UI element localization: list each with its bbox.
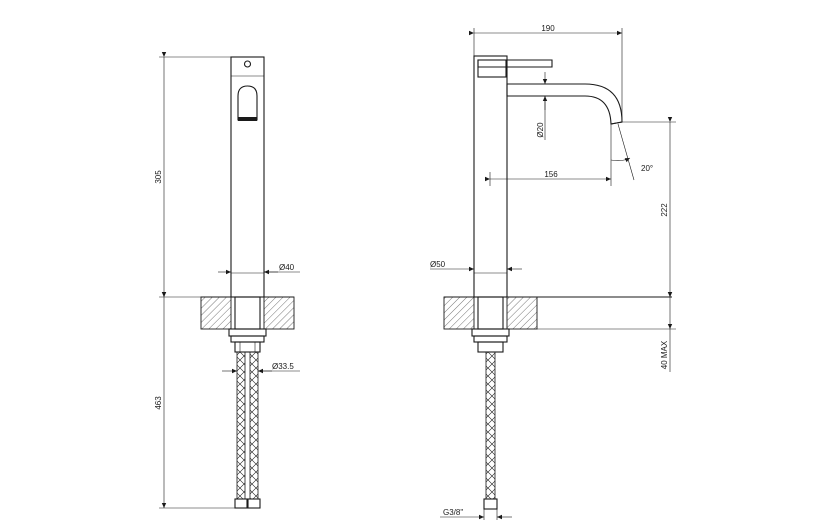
front-shank	[234, 296, 261, 330]
front-nut-lower	[230, 335, 265, 343]
front-handle-dot	[243, 60, 252, 68]
side-dim-g38-label: G3/8"	[443, 508, 463, 517]
side-faucet-body	[473, 55, 508, 298]
front-fixing-nut	[234, 341, 261, 353]
side-dim-50-label: Ø50	[430, 260, 446, 269]
side-view: 190 Ø20 156 20° 222 40 MAX Ø50 G3/8	[430, 24, 676, 520]
side-dim-156-label: 156	[544, 170, 558, 179]
side-deck-left	[443, 296, 475, 330]
side-dim-222-label: 222	[660, 203, 669, 217]
side-dim-20-label: Ø20	[536, 122, 545, 138]
front-nut-upper	[228, 328, 267, 337]
side-spout	[506, 83, 623, 125]
front-hose-fitting-right	[247, 498, 261, 509]
front-aerator-outlet	[237, 85, 258, 121]
side-fixing-nut	[477, 341, 504, 353]
side-dim-190-label: 190	[541, 24, 555, 33]
side-dim-20deg-label: 20°	[641, 164, 653, 173]
front-deck-left	[200, 296, 232, 330]
front-hose-right	[249, 351, 259, 500]
side-nut-upper	[471, 328, 510, 337]
front-hose-fitting-left	[234, 498, 248, 509]
side-shank	[477, 296, 504, 330]
side-angle-line	[617, 123, 635, 181]
side-hose-fitting	[483, 498, 498, 510]
front-hose-left	[236, 351, 246, 500]
side-deck-right	[506, 296, 538, 330]
side-dim-40max-label: 40 MAX	[660, 340, 669, 369]
front-aerator-mesh	[238, 117, 257, 121]
front-deck-right	[263, 296, 295, 330]
front-dim-305-label: 305	[154, 170, 163, 184]
side-lever-handle	[477, 59, 553, 68]
side-angle-arc	[610, 157, 631, 163]
front-view: 305 463 Ø40 Ø33.5	[154, 52, 300, 509]
side-spout-outlet	[610, 121, 623, 125]
front-dim-40-label: Ø40	[279, 263, 295, 272]
front-dim-335-label: Ø33.5	[272, 362, 294, 371]
front-faucet-body	[230, 56, 265, 298]
side-nut-lower	[473, 335, 508, 343]
front-dim-463-label: 463	[154, 396, 163, 410]
side-lever-hub	[477, 59, 507, 78]
side-hose	[485, 351, 496, 500]
